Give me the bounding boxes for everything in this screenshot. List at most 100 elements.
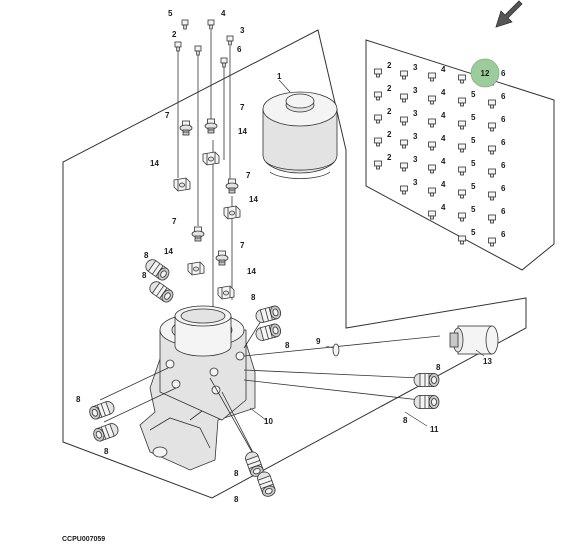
kit-label: 2 (387, 130, 392, 139)
label-14: 14 (164, 247, 173, 256)
clamp-14 (202, 151, 220, 166)
label-1: 1 (277, 72, 282, 81)
fitting-8 (413, 373, 440, 387)
kit-bolt (488, 237, 496, 247)
kit-label: 3 (413, 109, 418, 118)
kit-bolt (428, 118, 436, 128)
kit-bolt (458, 189, 466, 199)
kit-label: 6 (501, 69, 506, 78)
fitting-8 (87, 399, 117, 422)
drawing-code: CCPU007059 (62, 536, 105, 543)
fitting-8 (91, 421, 121, 444)
label-5: 5 (168, 9, 173, 18)
label-8: 8 (436, 363, 441, 372)
kit-number: 12 (481, 69, 490, 78)
label-8: 8 (234, 469, 239, 478)
fitting-7 (215, 250, 229, 266)
kit-bolt (374, 68, 382, 78)
label-14: 14 (249, 195, 258, 204)
kit-bolt (488, 122, 496, 132)
kit-bolt (458, 235, 466, 245)
kit-label: 3 (413, 86, 418, 95)
clamp-14 (173, 177, 191, 192)
kit-label: 4 (441, 111, 446, 120)
kit-bolt (400, 70, 408, 80)
kit-label: 6 (501, 161, 506, 170)
kit-label: 6 (501, 184, 506, 193)
kit-bolt (458, 212, 466, 222)
kit-bolt (428, 187, 436, 197)
label-7: 7 (246, 171, 251, 180)
kit-label: 5 (471, 136, 476, 145)
fitting-7 (191, 226, 205, 242)
label-9: 9 (316, 337, 321, 346)
kit-bolt (428, 141, 436, 151)
kit-bolt (400, 116, 408, 126)
kit-bolt (488, 191, 496, 201)
kit-bolt (400, 185, 408, 195)
kit-bolt (488, 214, 496, 224)
kit-label: 4 (441, 65, 446, 74)
label-3: 3 (240, 26, 245, 35)
fitting-8 (254, 322, 283, 343)
kit-label: 4 (441, 134, 446, 143)
kit-bolt (488, 99, 496, 109)
label-7: 7 (165, 111, 170, 120)
kit-bolt (488, 168, 496, 178)
label-11: 11 (430, 425, 439, 434)
label-8: 8 (142, 271, 147, 280)
label-8: 8 (285, 341, 290, 350)
kit-label: 3 (413, 155, 418, 164)
kit-label: 5 (471, 159, 476, 168)
label-8: 8 (403, 416, 408, 425)
kit-bolt (428, 164, 436, 174)
label-7: 7 (240, 103, 245, 112)
kit-bolt (458, 166, 466, 176)
kit-label: 6 (501, 230, 506, 239)
fitting-8 (142, 256, 172, 283)
label-8: 8 (234, 495, 239, 504)
hydraulic-hoses (99, 309, 441, 475)
kit-label: 2 (387, 61, 392, 70)
kit-label: 2 (387, 84, 392, 93)
label-8: 8 (144, 251, 149, 260)
label-10: 10 (264, 417, 273, 426)
label-2: 2 (172, 30, 177, 39)
bolt (226, 35, 234, 46)
fitting-8 (413, 395, 440, 409)
kit-bolt (428, 210, 436, 220)
kit-label: 5 (471, 182, 476, 191)
kit-bolt (374, 114, 382, 124)
kit-number-badge: 12 (470, 58, 500, 88)
kit-bolt (374, 137, 382, 147)
kit-bolt (400, 93, 408, 103)
kit-label: 5 (471, 90, 476, 99)
kit-bolt (428, 72, 436, 82)
kit-label: 6 (501, 115, 506, 124)
hardware-kit: 2345623456234562345623456345645656 (374, 61, 506, 247)
label-8: 8 (104, 447, 109, 456)
kit-label: 3 (413, 63, 418, 72)
kit-label: 4 (441, 203, 446, 212)
label-13: 13 (483, 357, 492, 366)
kit-label: 5 (471, 228, 476, 237)
label-8: 8 (76, 395, 81, 404)
kit-label: 6 (501, 92, 506, 101)
kit-bolt (400, 139, 408, 149)
fitting-8 (255, 469, 278, 499)
kit-label: 5 (471, 205, 476, 214)
label-14: 14 (247, 267, 256, 276)
kit-label: 2 (387, 153, 392, 162)
reducer-fitting (449, 325, 499, 355)
fitting-7 (179, 120, 193, 136)
label-8: 8 (251, 293, 256, 302)
kit-frame (365, 39, 555, 271)
kit-label: 4 (441, 88, 446, 97)
clamp-14 (187, 261, 205, 276)
kit-bolt (458, 97, 466, 107)
fitting-7 (225, 178, 239, 194)
kit-bolt (374, 91, 382, 101)
kit-label: 3 (413, 132, 418, 141)
kit-bolt (374, 160, 382, 170)
